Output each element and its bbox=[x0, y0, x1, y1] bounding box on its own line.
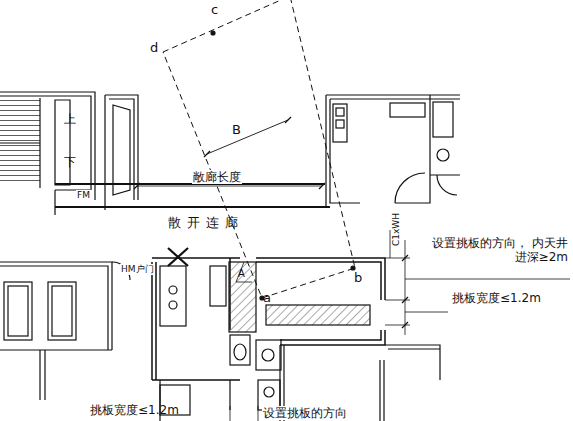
note-text: 设置挑板的方向， 内天井进深≥2m bbox=[430, 236, 568, 265]
point-label: d bbox=[150, 40, 158, 56]
area-label: 散开连廊 bbox=[168, 215, 244, 231]
dimension-label: B bbox=[232, 122, 241, 138]
note-text: 挑板宽度≤1.2m bbox=[90, 403, 179, 417]
stair-label: 上 bbox=[64, 112, 76, 126]
door-label: FM bbox=[76, 190, 91, 201]
door-label: HM户门 bbox=[120, 264, 155, 275]
point-label: c bbox=[211, 2, 218, 18]
note-text: 设置挑板的方向 bbox=[262, 406, 348, 420]
stair-label: 下 bbox=[64, 155, 76, 169]
point-label: a bbox=[263, 290, 271, 306]
note-text: 挑板宽度≤1.2m bbox=[451, 291, 542, 305]
point-label: b bbox=[354, 270, 362, 286]
window-label: C1xWH bbox=[391, 213, 402, 246]
dimension-label: 敞廊长度 bbox=[192, 170, 242, 184]
angle-label: A bbox=[238, 268, 245, 280]
